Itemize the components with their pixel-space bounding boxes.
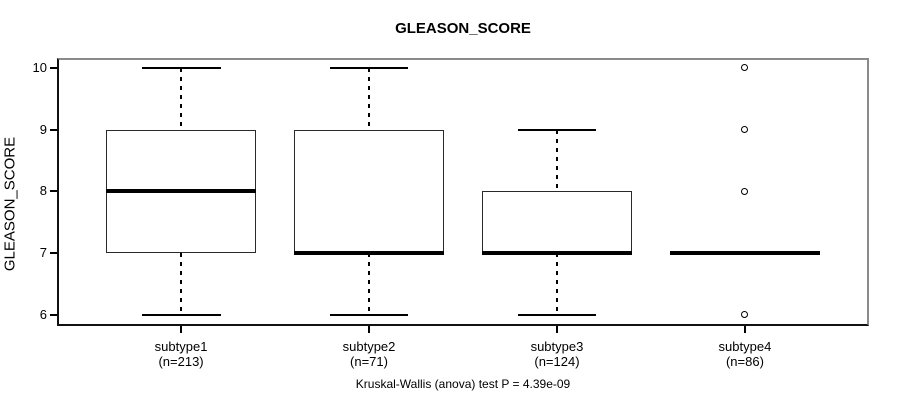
upper-whisker-line: [555, 129, 558, 192]
x-group-label: subtype2(n=71): [279, 339, 459, 369]
lower-whisker-cap: [517, 313, 597, 316]
x-tick-mark: [555, 326, 558, 333]
group-count: (n=71): [350, 354, 388, 369]
y-tick-label: 9: [39, 121, 47, 137]
outlier-point: [741, 187, 749, 195]
lower-whisker-cap: [329, 313, 409, 316]
lower-whisker-line: [555, 253, 558, 315]
y-tick-label: 8: [39, 183, 47, 199]
y-tick-mark: [50, 313, 57, 316]
y-tick-label: 7: [39, 245, 47, 261]
lower-whisker-cap: [141, 313, 221, 316]
upper-whisker-cap: [141, 66, 221, 69]
y-tick-mark: [50, 128, 57, 131]
group-name: subtype2: [342, 339, 396, 354]
group-name: subtype1: [154, 339, 208, 354]
group-name: subtype3: [530, 339, 584, 354]
kruskal-wallis-footnote: Kruskal-Wallis (anova) test P = 4.39e-09: [355, 377, 571, 391]
median-line: [293, 251, 445, 256]
upper-whisker-cap: [329, 66, 409, 69]
group-name: subtype4: [718, 339, 772, 354]
median-line: [105, 189, 257, 194]
y-tick-mark: [50, 66, 57, 69]
median-line: [669, 251, 821, 256]
upper-whisker-line: [368, 67, 371, 130]
x-tick-mark: [368, 326, 371, 333]
upper-whisker-cap: [517, 128, 597, 131]
y-tick-mark: [50, 190, 57, 193]
upper-whisker-line: [180, 67, 183, 130]
x-group-label: subtype4(n=86): [655, 339, 835, 369]
lower-whisker-line: [180, 253, 183, 315]
median-line: [481, 251, 633, 256]
y-tick-label: 6: [39, 306, 47, 322]
x-tick-mark: [180, 326, 183, 333]
x-group-label: subtype3(n=124): [467, 339, 647, 369]
chart-title: GLEASON_SCORE: [395, 20, 531, 37]
y-tick-label: 10: [32, 59, 47, 75]
lower-whisker-line: [368, 253, 371, 315]
y-tick-mark: [50, 252, 57, 255]
plot-frame: [57, 58, 869, 326]
outlier-point: [741, 64, 749, 72]
group-count: (n=213): [158, 354, 204, 369]
outlier-point: [741, 311, 749, 319]
box: [481, 191, 633, 254]
x-tick-mark: [743, 326, 746, 333]
x-group-label: subtype1(n=213): [91, 339, 271, 369]
group-count: (n=124): [534, 354, 580, 369]
outlier-point: [741, 126, 749, 134]
y-axis-label: GLEASON_SCORE: [1, 136, 19, 272]
group-count: (n=86): [725, 354, 764, 369]
box: [293, 129, 445, 254]
